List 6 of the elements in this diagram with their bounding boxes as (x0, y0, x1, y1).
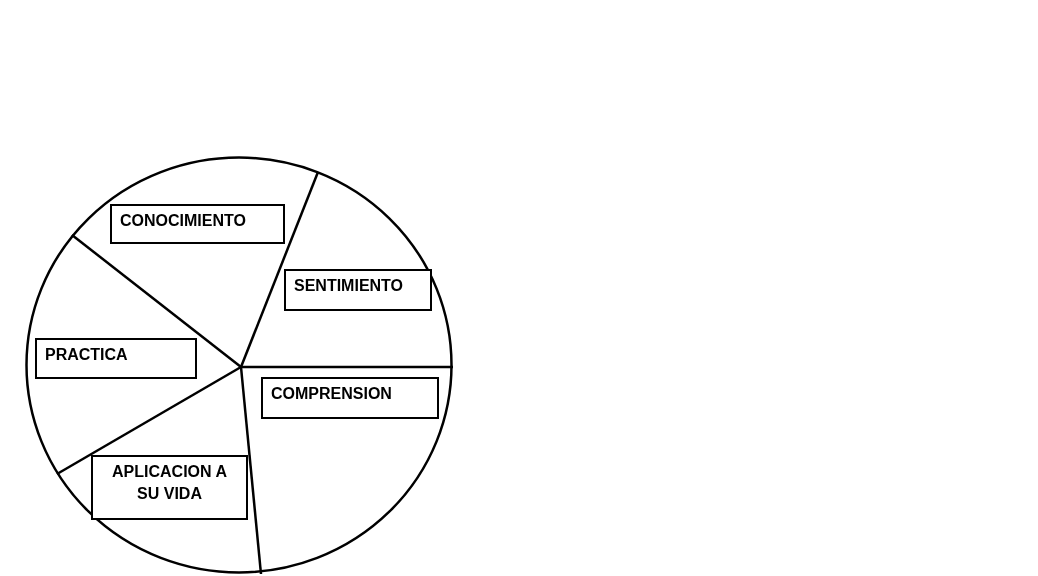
label-box: APLICACION A SU VIDA (91, 455, 248, 520)
pie-circle (25, 156, 453, 574)
label-box: CONOCIMIENTO (110, 204, 285, 244)
label-box: COMPRENSION (261, 377, 439, 419)
label-box: SENTIMIENTO (284, 269, 432, 311)
label-box: PRACTICA (35, 338, 197, 379)
